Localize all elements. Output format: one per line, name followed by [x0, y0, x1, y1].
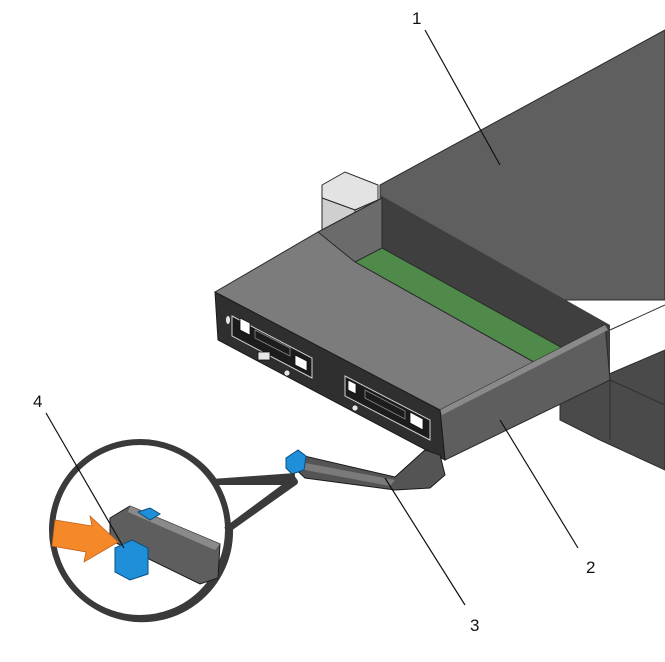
drive-bay-2	[344, 375, 431, 441]
callout-1-leader	[424, 29, 501, 166]
callout-2-label: 2	[586, 558, 595, 577]
callout-4-leader	[45, 412, 125, 549]
indicator-light-2	[351, 404, 359, 412]
chassis-front-face	[559, 349, 665, 471]
handle-latch-blue	[285, 449, 307, 475]
push-direction-arrow	[51, 514, 119, 563]
release-handle	[285, 449, 446, 491]
inset-release-latch	[114, 539, 149, 581]
callout-3-leader	[384, 477, 466, 606]
callout-4-label: 4	[33, 392, 42, 411]
callout-1-label: 1	[412, 9, 421, 28]
callout-2-leader	[499, 419, 579, 549]
callout-3-label: 3	[470, 616, 479, 635]
usb-port	[257, 351, 271, 361]
chassis-bay-interior	[380, 195, 610, 380]
blade-sled	[214, 197, 611, 461]
magnified-inset	[49, 439, 298, 623]
chassis	[379, 29, 665, 471]
indicator-light-1	[283, 369, 291, 377]
drive-bay-1	[231, 315, 313, 379]
